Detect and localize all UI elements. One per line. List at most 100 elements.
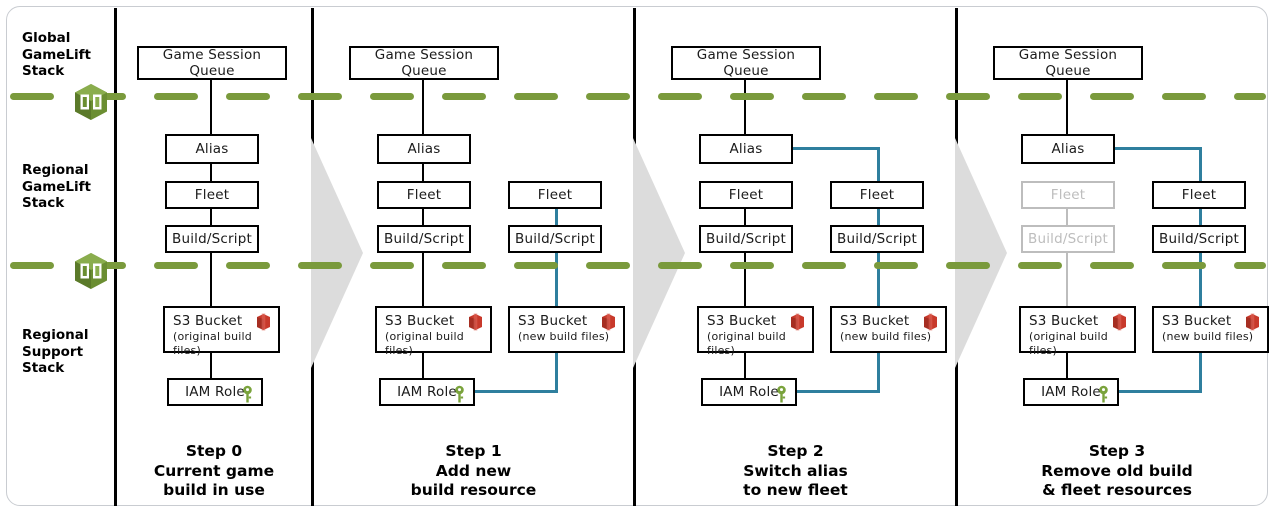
divider-dash — [802, 93, 846, 100]
node-iam-role[interactable]: IAM Role — [167, 378, 263, 406]
wire-build-to-s3 — [210, 252, 213, 306]
aws-gamelift-hex-icon — [74, 83, 108, 121]
node-alias[interactable]: Alias — [377, 134, 471, 164]
node-alias[interactable]: Alias — [699, 134, 793, 164]
node-build-script-new[interactable]: Build/Script — [1152, 225, 1246, 253]
wire-s3-to-iam — [744, 353, 747, 378]
node-fleet-new[interactable]: Fleet — [1152, 181, 1246, 209]
wire-s3-to-iam — [422, 353, 425, 378]
wire-queue-to-alias — [210, 80, 213, 136]
iam-key-icon — [1098, 385, 1109, 407]
divider-dash — [1162, 262, 1206, 269]
wire-blue-iam-to-news3 — [455, 390, 558, 394]
iam-role-label: IAM Role — [185, 384, 245, 400]
s3-bucket-icon — [789, 313, 806, 335]
divider-dash — [586, 93, 630, 100]
node-game-session-queue[interactable]: Game Session Queue — [993, 46, 1143, 80]
s3-bucket-icon — [1111, 313, 1128, 335]
node-build-script-new[interactable]: Build/Script — [508, 225, 602, 253]
flow-arrow-step2-to-step3 — [955, 138, 1010, 372]
node-s3-bucket-original[interactable]: S3 Bucket (original build files) — [1019, 306, 1136, 357]
wire-build-to-s3 — [422, 252, 425, 306]
node-fleet-new[interactable]: Fleet — [508, 181, 602, 209]
node-fleet[interactable]: Fleet — [377, 181, 471, 209]
step-caption-3: Step 3 Remove old build & fleet resource… — [1041, 442, 1193, 499]
divider-global-regional — [10, 93, 1266, 100]
s3-bucket-subtitle: (original build files) — [1029, 330, 1108, 357]
s3-bucket-subtitle: (new build files) — [518, 330, 610, 343]
node-s3-bucket-original[interactable]: S3 Bucket (original build files) — [375, 306, 492, 357]
node-build-script-new[interactable]: Build/Script — [830, 225, 924, 253]
divider-dash — [1090, 93, 1134, 100]
wire-blue-iam-to-news3 — [777, 390, 880, 394]
s3-bucket-title: S3 Bucket — [1162, 313, 1232, 329]
divider-dash — [586, 262, 630, 269]
divider-dash — [874, 262, 918, 269]
divider-dash — [514, 262, 558, 269]
wire-blue-news3-down — [555, 353, 559, 393]
node-s3-bucket-original[interactable]: S3 Bucket (original build files) — [163, 306, 280, 357]
divider-dash — [730, 262, 774, 269]
panel-step-2: Game Session Queue Alias Fleet Build/Scr… — [636, 8, 955, 506]
stack-label-global: Global GameLift Stack — [22, 30, 91, 79]
node-fleet-new[interactable]: Fleet — [830, 181, 924, 209]
wire-blue-alias-drop — [877, 147, 881, 183]
divider-dash — [370, 262, 414, 269]
node-fleet[interactable]: Fleet — [699, 181, 793, 209]
node-game-session-queue[interactable]: Game Session Queue — [671, 46, 821, 80]
divider-dash — [298, 262, 342, 269]
node-alias[interactable]: Alias — [1021, 134, 1115, 164]
wire-blue-newbuild-to-news3 — [555, 252, 559, 306]
s3-bucket-subtitle: (original build files) — [707, 330, 786, 357]
iam-key-icon — [242, 385, 253, 407]
divider-dash — [226, 262, 270, 269]
wire-fleet-to-build — [210, 208, 213, 226]
node-game-session-queue[interactable]: Game Session Queue — [137, 46, 287, 80]
step-caption-0: Step 0 Current game build in use — [153, 442, 275, 499]
node-s3-bucket-new[interactable]: S3 Bucket (new build files) — [1152, 306, 1269, 353]
s3-bucket-subtitle: (original build files) — [173, 330, 252, 357]
divider-dash — [946, 93, 990, 100]
wire-blue-iam-to-news3 — [1099, 390, 1202, 394]
s3-bucket-title: S3 Bucket — [840, 313, 910, 329]
node-build-script[interactable]: Build/Script — [699, 225, 793, 253]
s3-bucket-subtitle: (new build files) — [1162, 330, 1254, 343]
divider-dash — [10, 262, 54, 269]
node-s3-bucket-new[interactable]: S3 Bucket (new build files) — [508, 306, 625, 353]
node-build-script-removed[interactable]: Build/Script — [1021, 225, 1115, 253]
divider-dash — [1090, 262, 1134, 269]
s3-bucket-title: S3 Bucket — [518, 313, 588, 329]
node-s3-bucket-new[interactable]: S3 Bucket (new build files) — [830, 306, 947, 353]
wire-fleet-to-build-dimmed — [1066, 208, 1069, 226]
divider-dash — [1234, 93, 1266, 100]
divider-dash — [1234, 262, 1266, 269]
node-build-script[interactable]: Build/Script — [377, 225, 471, 253]
wire-blue-news3-down — [877, 353, 881, 393]
iam-role-label: IAM Role — [1041, 384, 1101, 400]
s3-bucket-title: S3 Bucket — [707, 313, 777, 329]
divider-dash — [1162, 93, 1206, 100]
node-alias[interactable]: Alias — [165, 134, 259, 164]
divider-dash — [1018, 262, 1062, 269]
iam-role-label: IAM Role — [397, 384, 457, 400]
s3-bucket-icon — [255, 313, 272, 335]
divider-dash — [298, 93, 342, 100]
wire-fleet-to-build — [422, 208, 425, 226]
iam-role-label: IAM Role — [719, 384, 779, 400]
divider-dash — [658, 93, 702, 100]
node-s3-bucket-original[interactable]: S3 Bucket (original build files) — [697, 306, 814, 357]
node-iam-role[interactable]: IAM Role — [379, 378, 475, 406]
flow-arrow-step1-to-step2 — [633, 138, 688, 372]
iam-key-icon — [454, 385, 465, 407]
column-separator-legend — [114, 8, 117, 506]
wire-blue-news3-down — [1199, 353, 1203, 393]
divider-dash — [730, 93, 774, 100]
divider-dash — [154, 93, 198, 100]
node-iam-role[interactable]: IAM Role — [701, 378, 797, 406]
node-game-session-queue[interactable]: Game Session Queue — [349, 46, 499, 80]
node-build-script[interactable]: Build/Script — [165, 225, 259, 253]
node-iam-role[interactable]: IAM Role — [1023, 378, 1119, 406]
node-fleet-removed[interactable]: Fleet — [1021, 181, 1115, 209]
node-fleet[interactable]: Fleet — [165, 181, 259, 209]
